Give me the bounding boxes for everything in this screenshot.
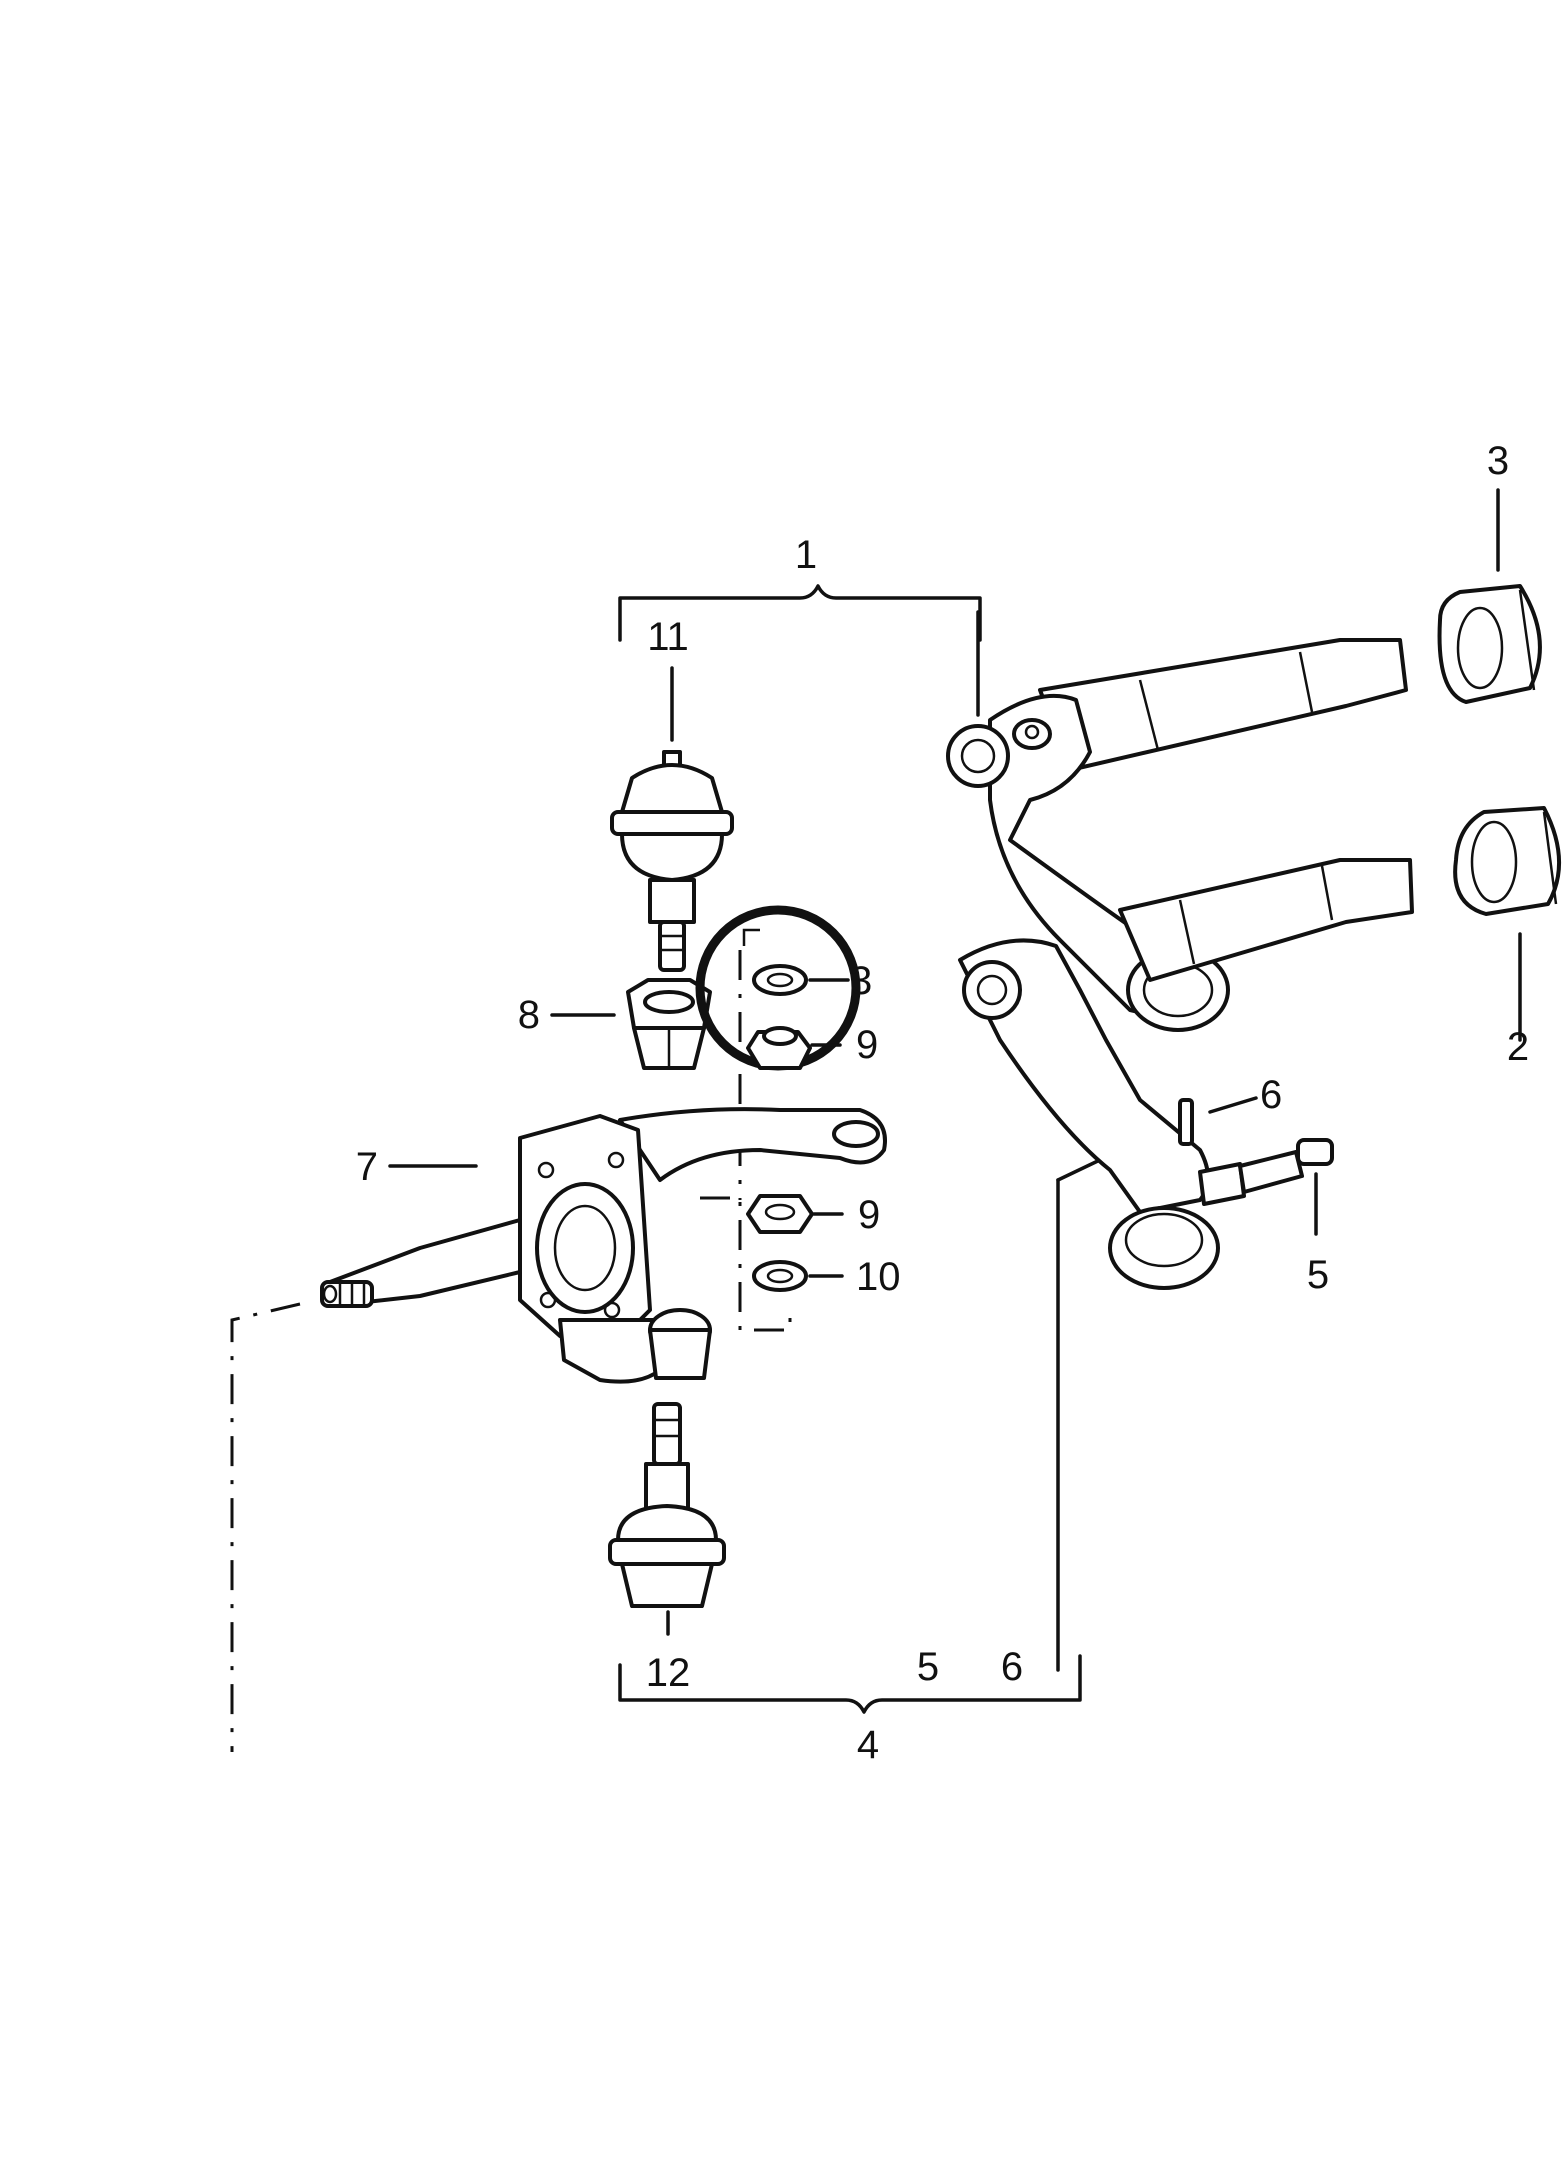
callout-1: 1 [795, 533, 817, 577]
pin-6: 6 [1178, 1073, 1282, 1146]
lower-ball-joint: 12 [608, 1402, 726, 1695]
callout-2: 2 [1507, 1025, 1529, 1069]
bushing-3: 3 [1437, 439, 1542, 704]
callout-8: 8 [518, 993, 540, 1037]
callout-12: 12 [646, 1651, 691, 1695]
callout-3-circled: 3 [850, 959, 872, 1003]
callout-9-upper: 9 [856, 1023, 878, 1067]
nut-9-upper: 9 [746, 1023, 878, 1070]
callout-6-side: 6 [1260, 1073, 1282, 1117]
callout-10: 10 [856, 1255, 901, 1299]
callout-9-lower: 9 [858, 1193, 880, 1237]
bushing-2: 2 [1453, 806, 1562, 1069]
callout-5-side: 5 [1307, 1253, 1329, 1297]
callout-5-bracket: 5 [917, 1645, 939, 1689]
callout-6-bracket: 6 [1001, 1645, 1023, 1689]
steering-knuckle: 7 [320, 1107, 887, 1384]
callout-3-top: 3 [1487, 439, 1509, 483]
castle-nut: 8 [518, 978, 712, 1070]
nut-9-lower: 9 [746, 1193, 880, 1237]
bracket-group-1: 1 [618, 533, 982, 717]
callout-4: 4 [857, 1723, 879, 1767]
lower-control-arm: 5 [958, 858, 1414, 1297]
bracket-group-4: 4 5 6 [618, 1146, 1127, 1767]
callout-7: 7 [356, 1145, 378, 1189]
callout-11: 11 [647, 615, 689, 659]
washer-10: 10 [752, 1255, 901, 1299]
upper-ball-joint: 11 [610, 615, 734, 972]
